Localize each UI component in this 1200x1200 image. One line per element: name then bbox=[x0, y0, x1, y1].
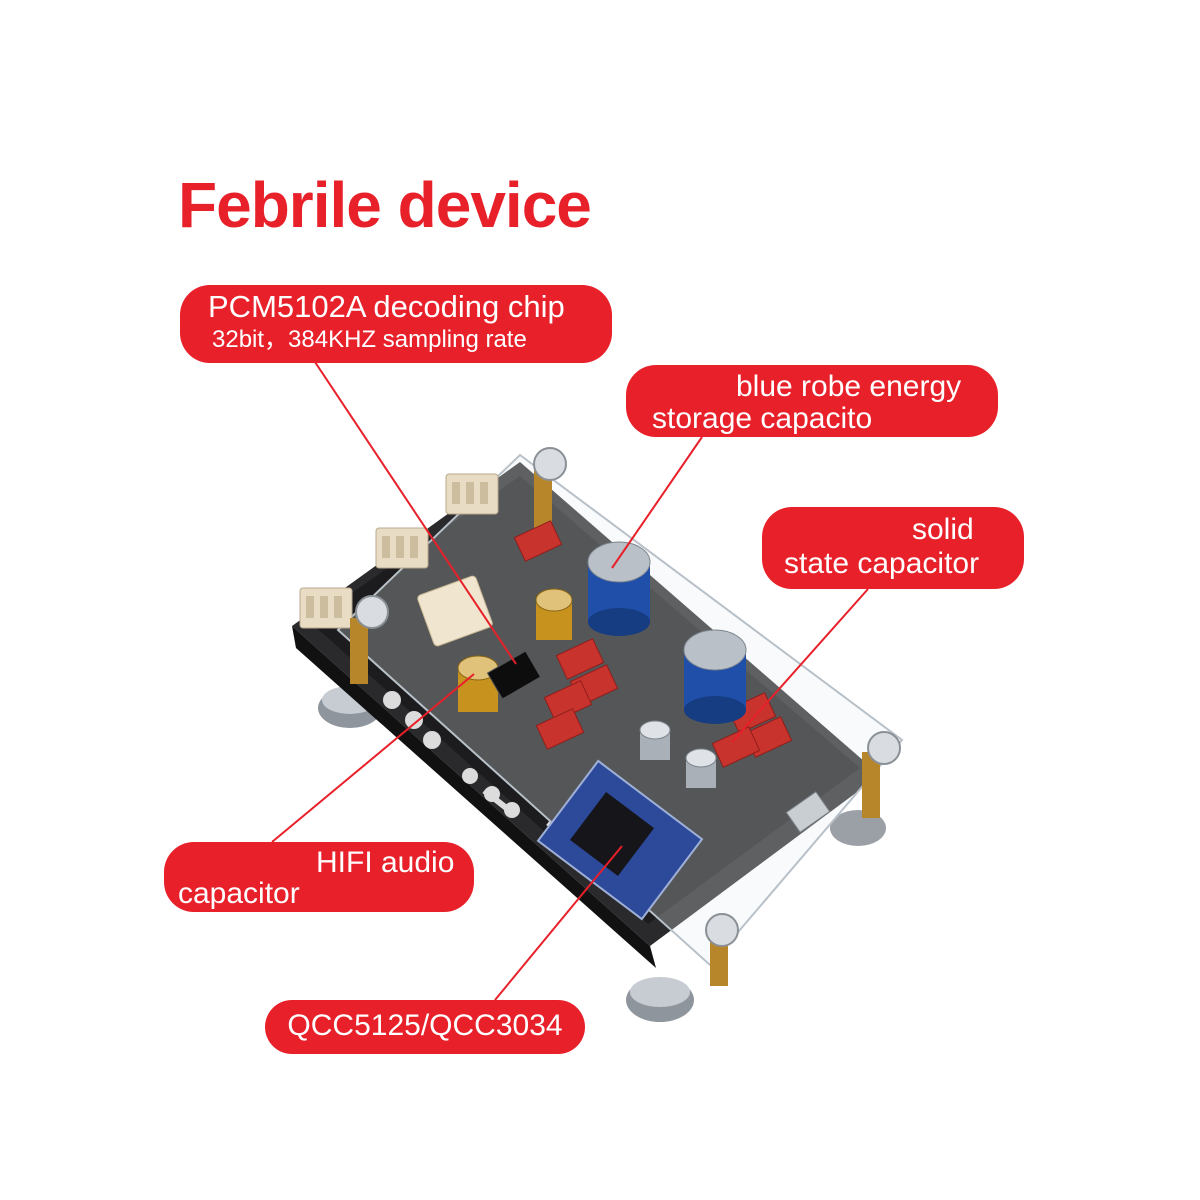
callout-blue-capacitor: blue robe energy storage capacito bbox=[626, 365, 998, 437]
standoffs bbox=[350, 447, 901, 986]
callout-pcm-line2: 32bit，384KHZ sampling rate bbox=[212, 326, 527, 353]
connectors bbox=[299, 473, 499, 629]
callout-solid-line1: solid bbox=[912, 513, 974, 546]
qcc-module bbox=[536, 759, 704, 921]
callout-hifi-capacitor: HIFI audio capacitor bbox=[164, 842, 474, 912]
callout-solid-line2: state capacitor bbox=[784, 547, 980, 580]
callout-blue-line2: storage capacito bbox=[652, 402, 873, 435]
callout-pcm-line1: PCM5102A decoding chip bbox=[208, 289, 565, 324]
callout-qcc-module: QCC5125/QCC3034 bbox=[265, 1000, 585, 1054]
relay bbox=[417, 575, 493, 647]
callout-hifi-line2: capacitor bbox=[178, 877, 300, 910]
usb-port bbox=[785, 791, 831, 833]
page-title: Febrile device bbox=[178, 169, 592, 241]
callout-hifi-line1: HIFI audio bbox=[316, 846, 455, 879]
callout-qcc-line1: QCC5125/QCC3034 bbox=[287, 1009, 563, 1042]
callout-solid-state-capacitor: solid state capacitor bbox=[762, 507, 1024, 589]
pcm-chip bbox=[486, 650, 542, 700]
callout-pcm-chip: PCM5102A decoding chip 32bit，384KHZ samp… bbox=[180, 285, 612, 363]
callout-blue-line1: blue robe energy bbox=[736, 370, 962, 403]
solid-state-capacitors bbox=[639, 720, 717, 788]
film-capacitors bbox=[513, 520, 793, 768]
leader-lines bbox=[271, 361, 869, 1001]
blue-capacitors bbox=[587, 541, 747, 724]
